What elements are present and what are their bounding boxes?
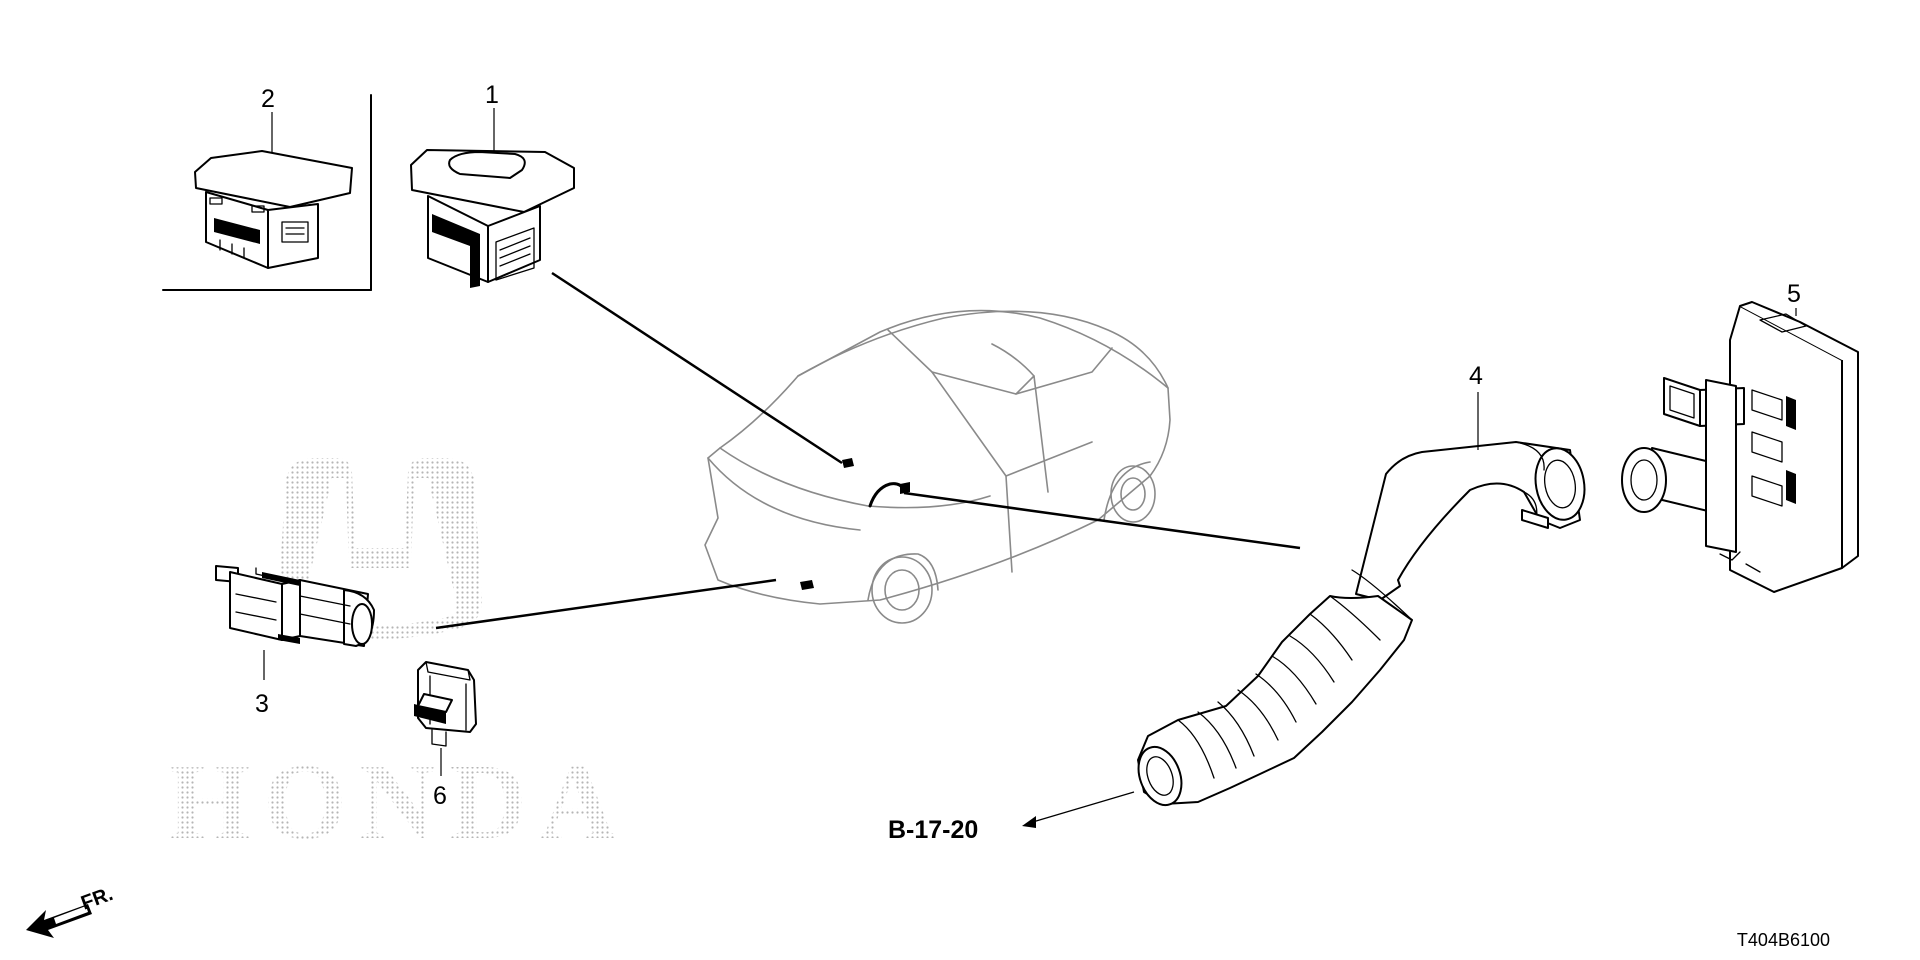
front-direction-arrow-icon [26, 904, 92, 938]
part-4-duct[interactable] [1131, 441, 1590, 811]
part-number-2: 2 [261, 85, 275, 113]
part-number-3: 3 [255, 690, 269, 718]
front-direction-label: FR. [78, 883, 116, 915]
part-number-5: 5 [1787, 280, 1801, 308]
reference-label: B-17-20 [888, 816, 978, 844]
reference-pointer [1022, 791, 1135, 828]
honda-logo-watermark: HONDA [167, 458, 629, 862]
vehicle-outline [704, 309, 1171, 624]
inset-frame [162, 94, 372, 291]
part-6-sensor[interactable] [414, 661, 477, 747]
part-1-switch[interactable] [410, 149, 575, 288]
part-5-unit[interactable] [1621, 301, 1859, 593]
part-2-switch[interactable] [194, 150, 353, 269]
part-number-4: 4 [1469, 362, 1483, 390]
diagram-code: T404B6100 [1737, 930, 1830, 950]
part-3-sensor[interactable] [215, 565, 375, 647]
leader-lines [435, 271, 1301, 630]
honda-wordmark: HONDA [167, 743, 629, 862]
part-number-1: 1 [485, 81, 499, 109]
part-number-6: 6 [433, 782, 447, 810]
vehicle-component-markers [800, 458, 910, 590]
